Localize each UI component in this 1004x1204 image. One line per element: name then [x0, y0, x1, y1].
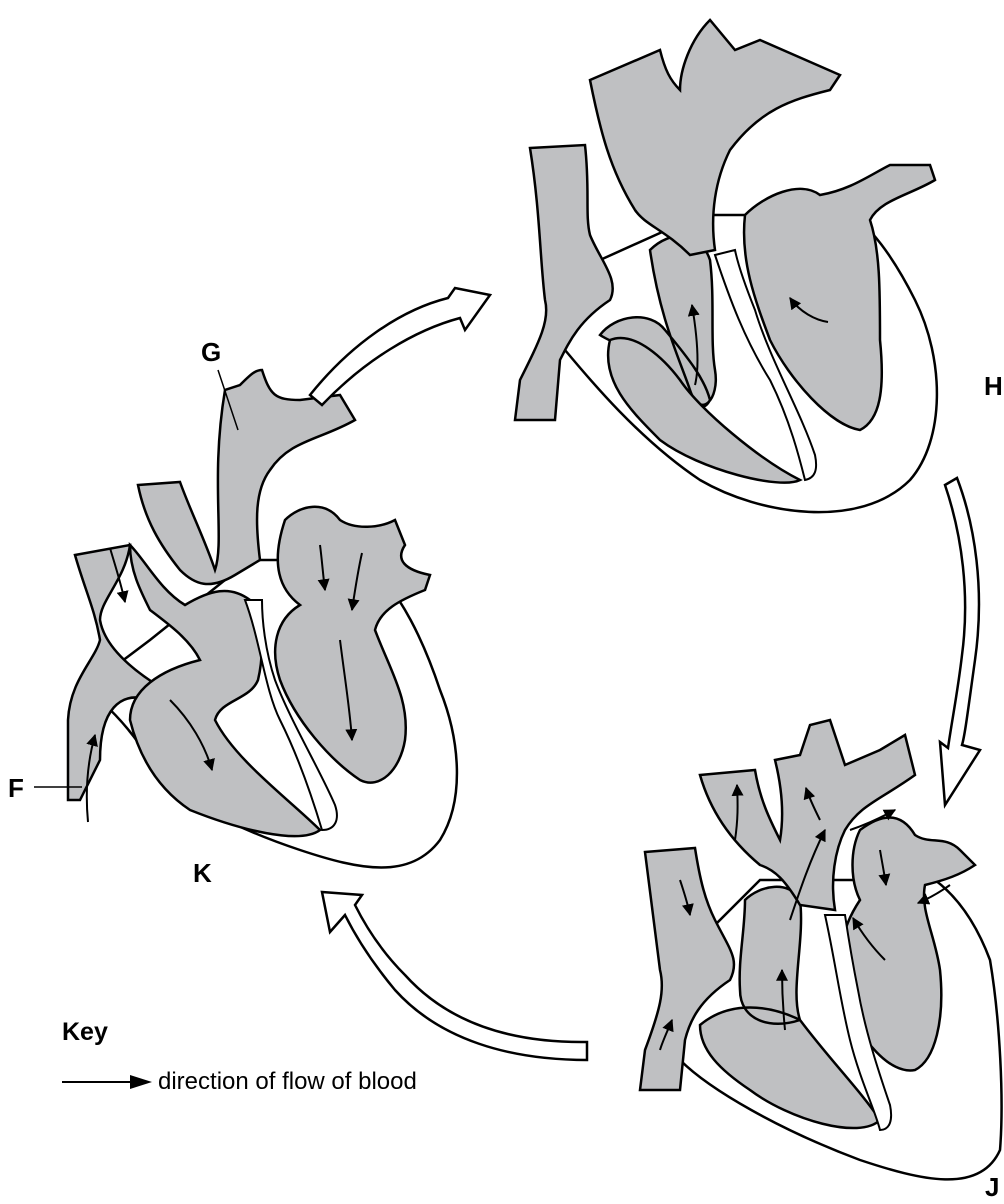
cycle-arrow-j-to-k: [322, 892, 587, 1060]
label-k: K: [193, 858, 212, 889]
label-f: F: [8, 773, 24, 804]
key-description: direction of flow of blood: [158, 1068, 417, 1096]
key-title: Key: [62, 1018, 108, 1047]
cycle-arrow-k-to-h: [310, 288, 490, 405]
heart-k: [68, 370, 457, 868]
label-j: J: [985, 1172, 999, 1203]
heart-h: [515, 20, 937, 512]
label-g: G: [201, 337, 221, 368]
label-h: H: [984, 371, 1003, 402]
key-arrow-head: [130, 1075, 152, 1089]
cycle-arrow-h-to-j: [940, 478, 980, 805]
